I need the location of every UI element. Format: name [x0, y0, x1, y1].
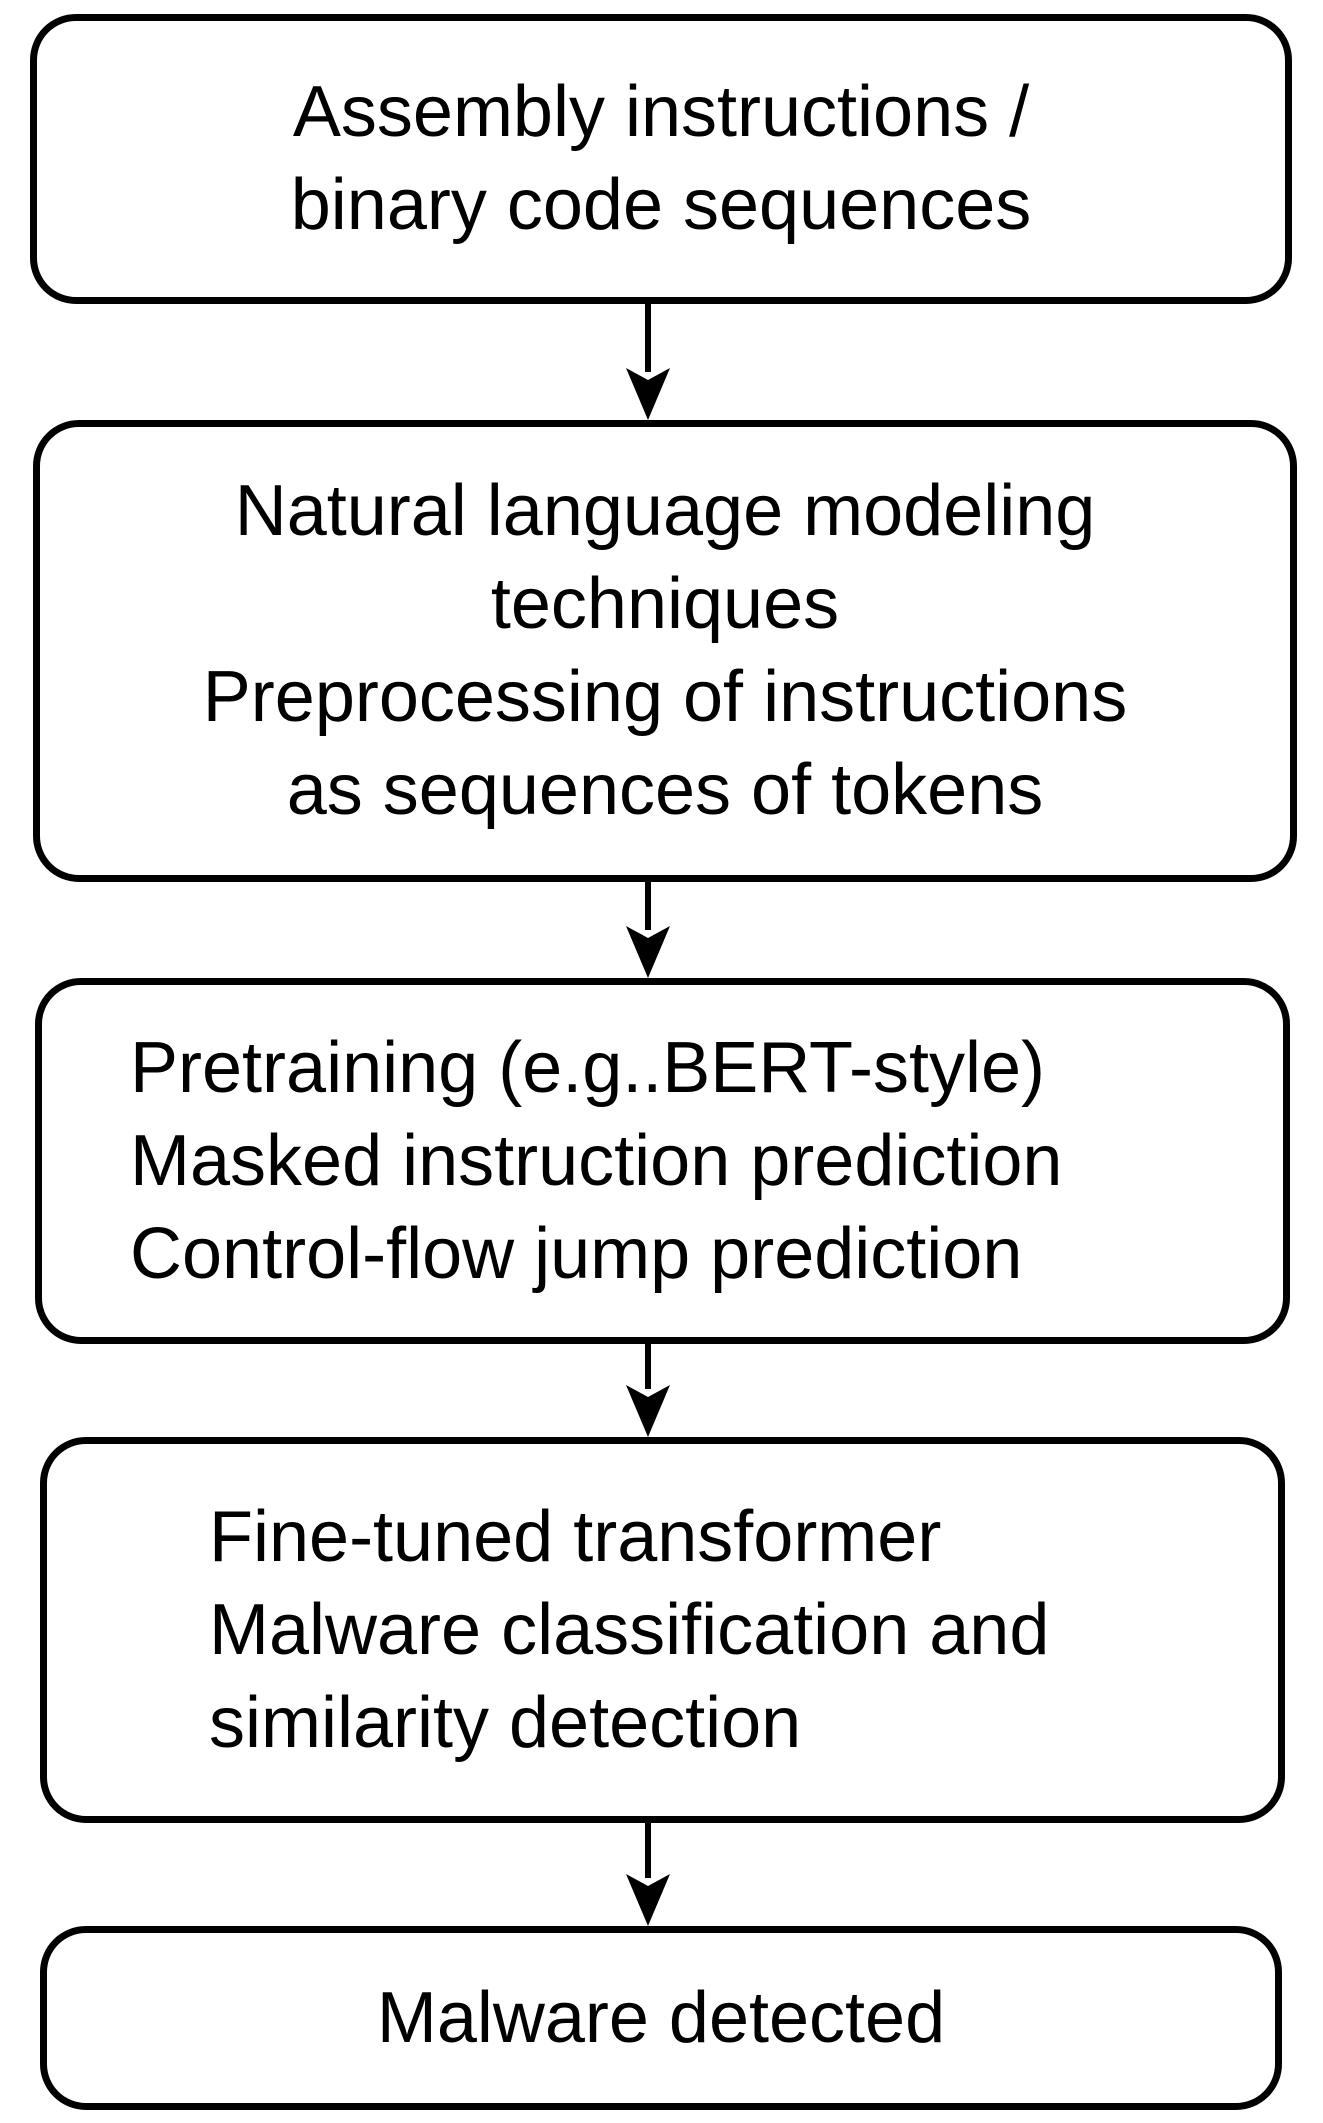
box-text-line: Fine-tuned transformer [209, 1496, 942, 1577]
down-arrow-icon [626, 1823, 670, 1926]
box-text-line: Masked instruction prediction [130, 1120, 1063, 1201]
box-text-line: Preprocessing of instructions [202, 657, 1128, 737]
box-text-line: techniques [490, 564, 840, 644]
box-text-line: Malware classification and [209, 1589, 1050, 1670]
box-text-line: similarity detection [209, 1682, 802, 1763]
box-text-line: Assembly instructions / [292, 72, 1030, 152]
flow-box-malware-detected: Malware detected [40, 1926, 1282, 2110]
down-arrow-icon [626, 304, 670, 420]
box-text-line: Control-flow jump prediction [130, 1213, 1023, 1294]
flow-box-nlp-preprocessing: Natural language modeling techniques Pre… [33, 420, 1297, 882]
flow-box-input-sequences: Assembly instructions / binary code sequ… [30, 14, 1292, 304]
box-text-line: Pretraining (e.g..BERT-style) [130, 1027, 1046, 1108]
down-arrow-icon [626, 1344, 670, 1437]
box-text-line: binary code sequences [290, 165, 1032, 245]
flow-box-finetuned-transformer: Fine-tuned transformer Malware classific… [40, 1437, 1285, 1823]
box-text-line: Natural language modeling [234, 471, 1096, 551]
box-text-line: as sequences of tokens [286, 750, 1044, 830]
box-text-line: Malware detected [376, 1977, 946, 2058]
down-arrow-icon [626, 882, 670, 978]
flow-box-pretraining: Pretraining (e.g..BERT-style) Masked ins… [35, 978, 1290, 1344]
